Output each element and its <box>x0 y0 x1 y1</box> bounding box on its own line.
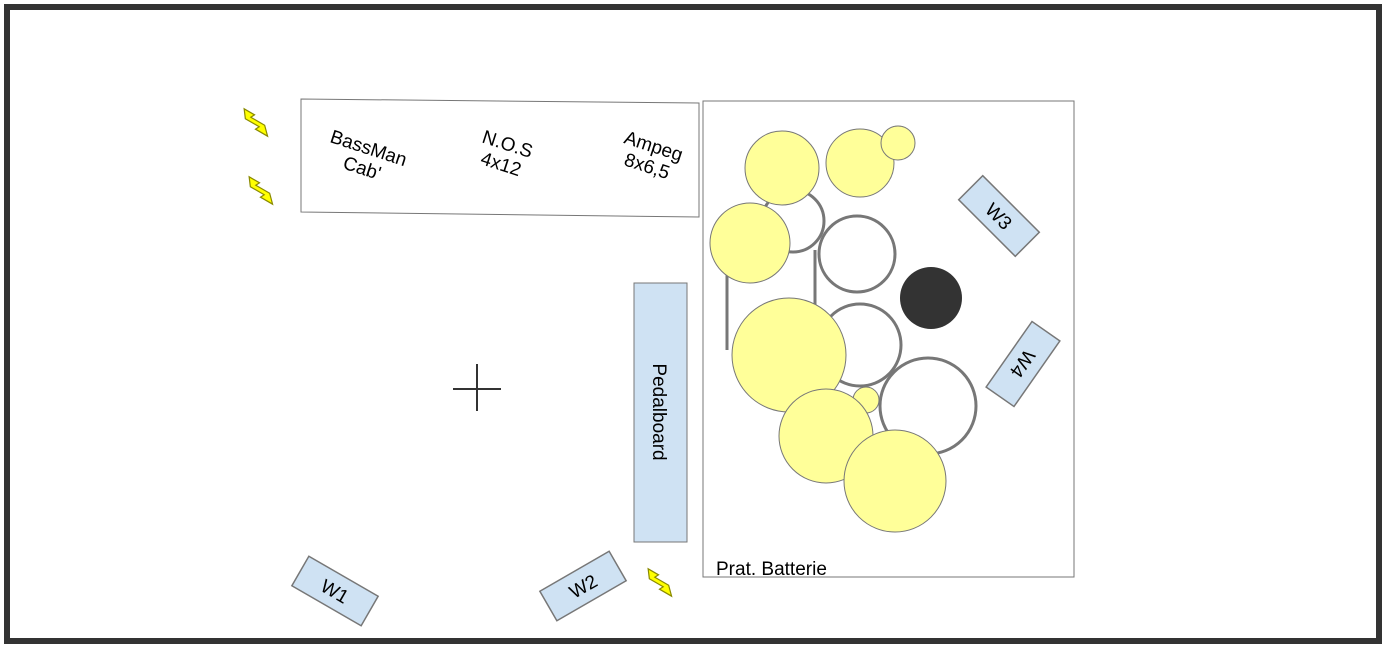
pedalboard-label: Pedalboard <box>648 363 669 460</box>
wedge-w1: W1 <box>290 555 380 627</box>
cymbal-hihat <box>744 130 820 206</box>
amp-line-box <box>300 98 700 218</box>
drum-rack-tom <box>817 214 897 294</box>
power-lightning-icon <box>248 175 274 206</box>
power-lightning-icon <box>243 107 269 138</box>
pedalboard <box>633 282 688 543</box>
wedge-w3: W3 <box>957 174 1041 258</box>
wedge-w2: W2 <box>538 550 628 622</box>
cymbal-big <box>843 429 947 533</box>
power-lightning-icon <box>647 567 673 598</box>
cymbal-crash <box>825 128 895 198</box>
wedge-w4: W4 <box>985 320 1061 408</box>
drum-kick-dark <box>900 267 962 329</box>
cymbal-china <box>709 202 791 284</box>
drum-riser-label: Prat. Batterie <box>716 559 827 580</box>
stage-frame <box>4 4 1382 644</box>
cymbals <box>709 125 947 533</box>
crosshair-marker-icon <box>453 364 501 411</box>
cymbal-splash <box>880 125 916 161</box>
